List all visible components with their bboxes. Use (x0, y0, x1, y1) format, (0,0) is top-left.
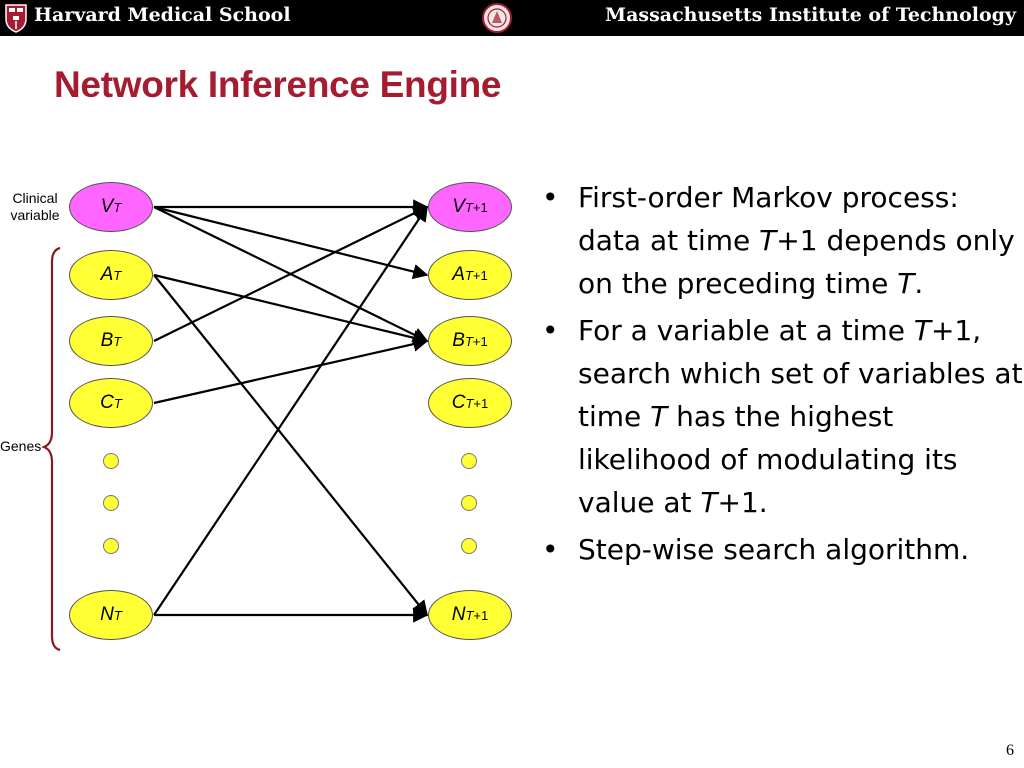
ellipsis-dot (461, 453, 477, 469)
header-banner: Harvard Medical School Massachusetts Ins… (0, 0, 1024, 36)
page-number: 6 (1006, 742, 1014, 759)
clinical-variable-label: Clinical variable (10, 190, 60, 223)
harvard-shield-icon (5, 4, 27, 33)
edge-a-t-to-b-t1 (153, 273, 429, 346)
bullet-item: For a variable at a time T+1, search whi… (540, 309, 1024, 524)
ellipsis-dot (103, 538, 119, 554)
genes-brace (40, 246, 61, 652)
edge-b-t-to-v-t1 (153, 206, 429, 342)
ellipsis-dot (103, 453, 119, 469)
bullet-item: First-order Markov process: data at time… (540, 176, 1024, 305)
edge-n-t-to-v-t1 (153, 205, 428, 616)
harvard-medical-school-label: Harvard Medical School (34, 4, 291, 26)
edge-v-t-to-a-t1 (153, 205, 429, 280)
ellipsis-dot (461, 538, 477, 554)
edge-c-t-to-b-t1 (153, 336, 429, 405)
mit-label: Massachusetts Institute of Technology (605, 4, 1016, 26)
diagram-edges (40, 199, 429, 652)
bullet-item: Step-wise search algorithm. (540, 528, 1024, 571)
mit-seal-icon (482, 3, 512, 33)
genes-label: Genes (0, 438, 42, 454)
ellipsis-dot (461, 495, 477, 511)
slide-title: Network Inference Engine (54, 64, 502, 105)
ellipsis-dot (103, 495, 119, 511)
edge-layer (153, 199, 429, 623)
edge-a-t-to-n-t1 (153, 274, 428, 617)
bullet-list: First-order Markov process: data at time… (540, 176, 1024, 575)
